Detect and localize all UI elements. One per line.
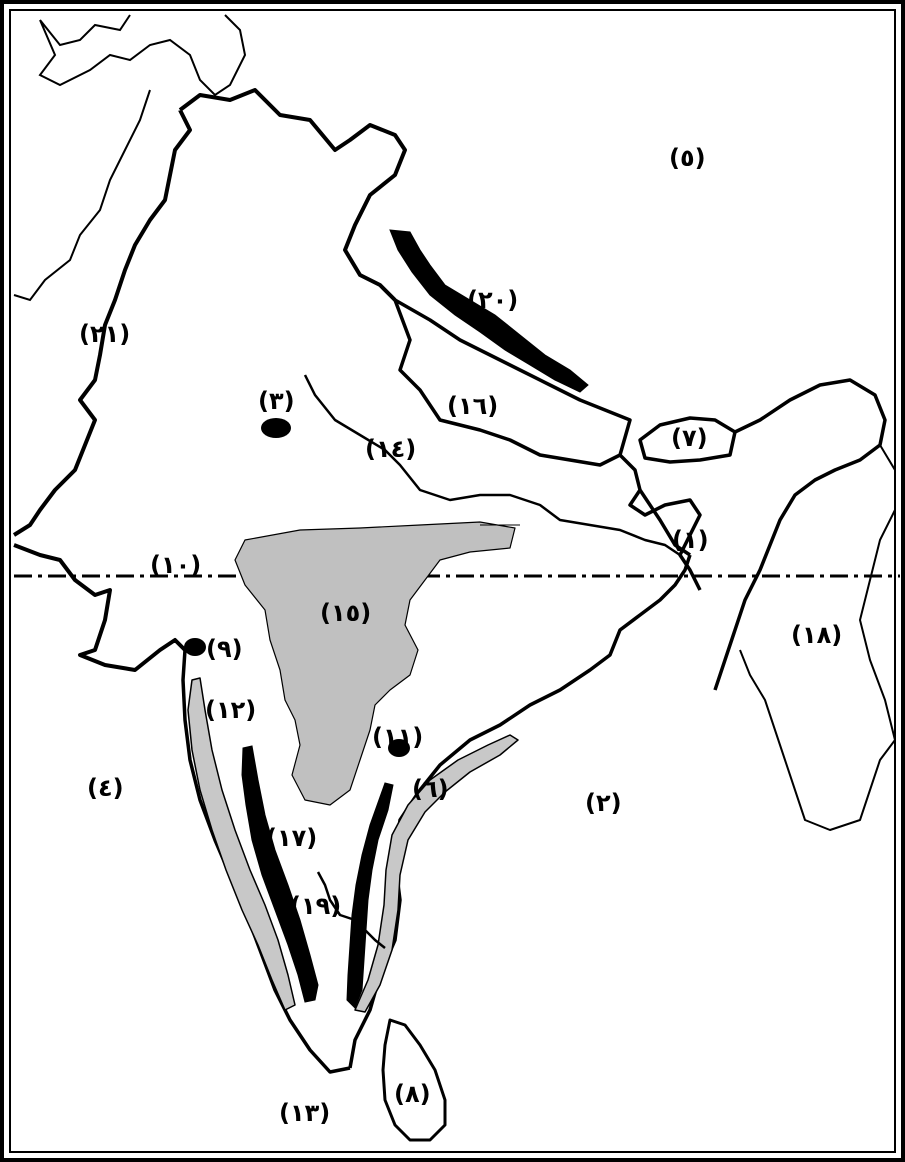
label-19: (١٩): [290, 892, 342, 920]
label-7: (٧): [671, 424, 708, 452]
label-3: (٣): [258, 387, 295, 415]
sri-lanka-outline: [381, 1018, 447, 1142]
western-ghats-range: [241, 745, 319, 1003]
label-16: (١٦): [447, 392, 499, 420]
label-9: (٩): [206, 635, 243, 663]
northeast-outline: [618, 378, 887, 691]
label-2: (٢): [585, 789, 622, 817]
label-11: (١١): [372, 723, 424, 751]
kaveri-river: [316, 871, 386, 949]
himalaya-range: [389, 229, 589, 393]
map-border-inner: [9, 9, 896, 1153]
label-14: (١٤): [365, 435, 417, 463]
eastern-coastal-strip: [354, 734, 519, 1013]
eastern-ghats-range: [346, 782, 394, 1009]
label-17: (١٧): [266, 824, 318, 852]
label-15: (١٥): [320, 599, 372, 627]
label-21: (٢١): [79, 320, 131, 348]
label-4: (٤): [87, 774, 124, 802]
label-5: (٥): [669, 144, 706, 172]
bhutan-outline: [638, 416, 737, 464]
label-8: (٨): [394, 1080, 431, 1108]
label-1: (١): [672, 526, 709, 554]
label-6: (٦): [412, 775, 449, 803]
place-marker-11: [388, 739, 410, 757]
label-13: (١٣): [279, 1099, 331, 1127]
plateau-region: [234, 521, 516, 806]
western-coastal-strip: [187, 677, 296, 1011]
nepal-outline: [393, 298, 632, 467]
northwest-country-border: [13, 14, 247, 302]
myanmar-outline: [739, 444, 896, 831]
place-marker-3: [261, 418, 291, 438]
label-10: (١٠): [150, 551, 202, 579]
label-20: (٢٠): [467, 286, 519, 314]
india-outline-west: [12, 88, 407, 672]
place-marker-9: [184, 638, 206, 656]
ganges-river: [303, 374, 681, 557]
label-18: (١٨): [791, 621, 843, 649]
label-12: (١٢): [205, 696, 257, 724]
